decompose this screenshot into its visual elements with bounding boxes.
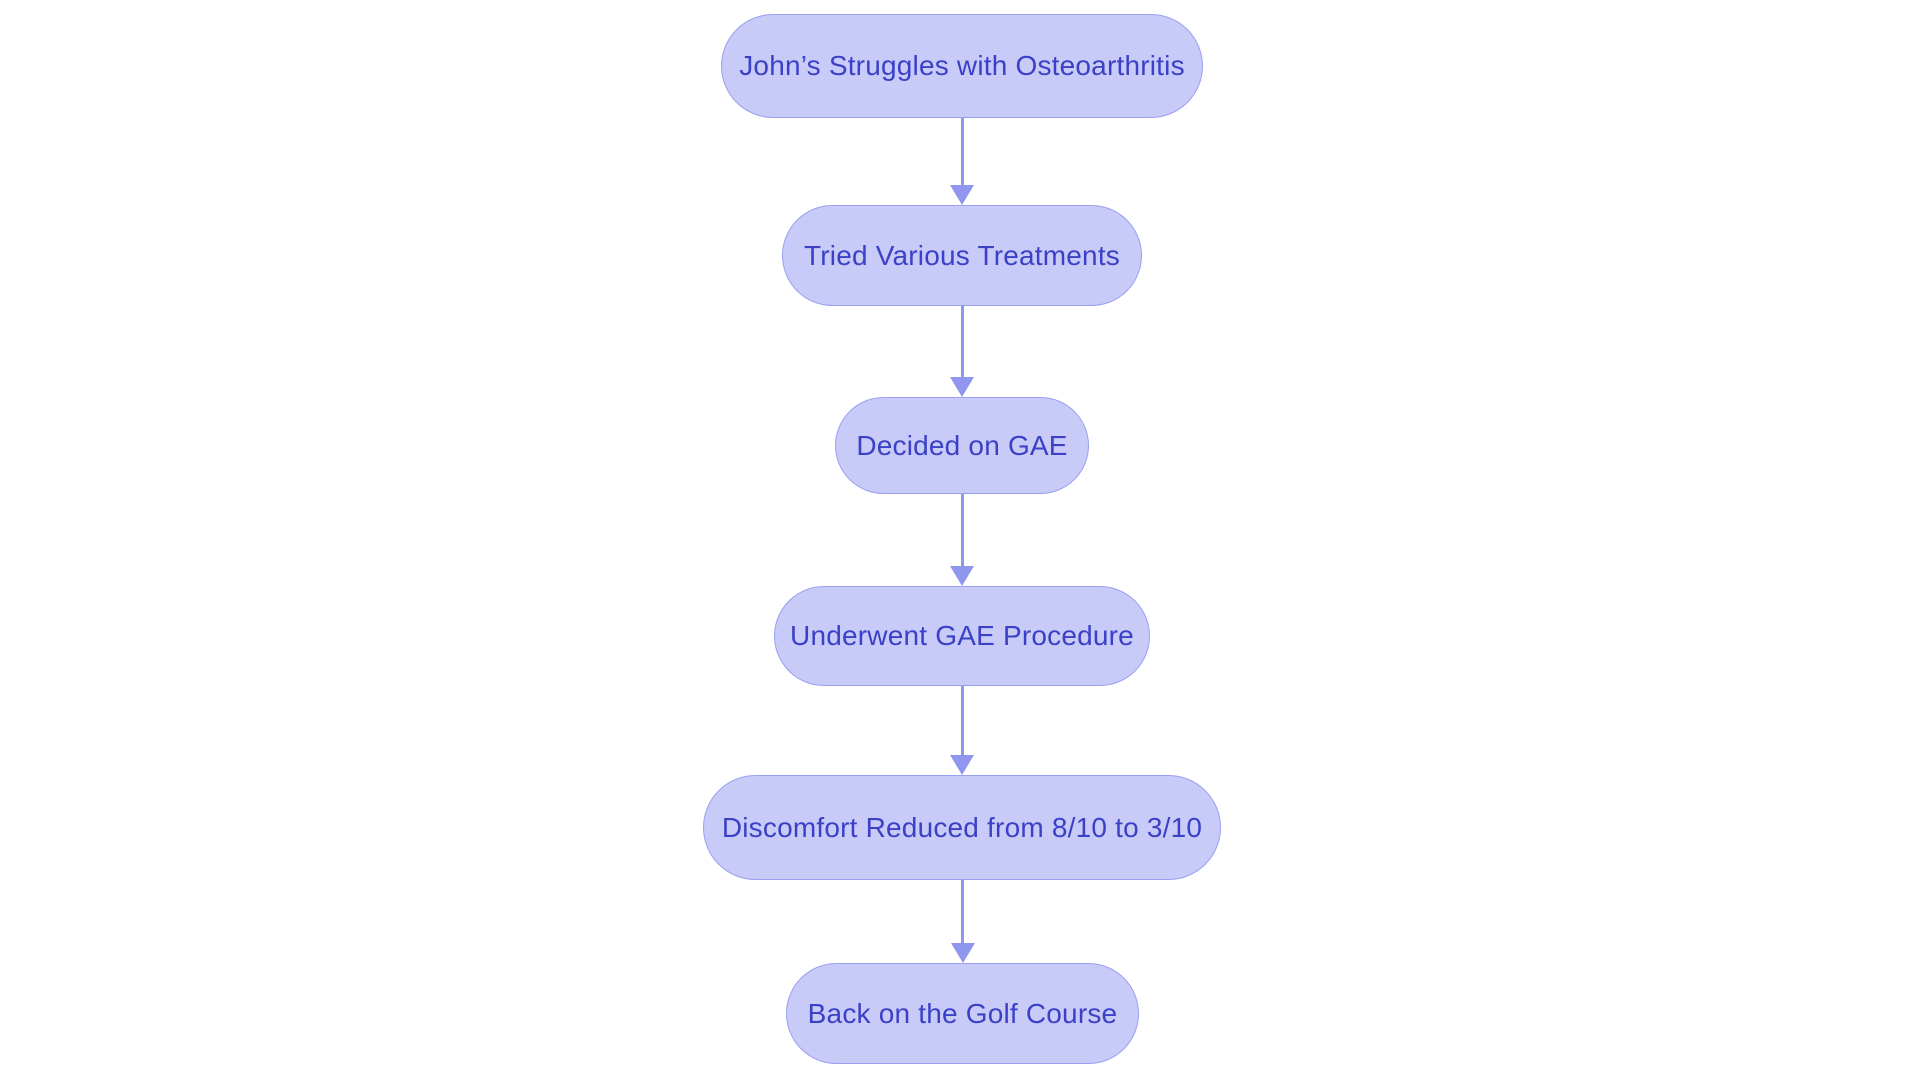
flowchart-node-step-4: Underwent GAE Procedure [774,586,1150,686]
node-label: Discomfort Reduced from 8/10 to 3/10 [721,811,1203,843]
flowchart-node-step-2: Tried Various Treatments [782,205,1142,306]
flowchart-node-step-3: Decided on GAE [835,397,1089,494]
node-label: Decided on GAE [856,429,1068,461]
flow-arrowhead-icon [950,943,975,963]
node-label: Underwent GAE Procedure [790,620,1134,651]
flow-arrow-line [960,306,964,379]
flow-arrowhead-icon [950,566,974,586]
flow-arrow-line [960,686,964,757]
node-label: John’s Struggles with Osteoarthritis [739,50,1185,81]
flow-arrow-line [960,494,964,568]
flow-arrowhead-icon [950,377,974,397]
flow-arrowhead-icon [950,185,974,205]
flowchart-node-step-6: Back on the Golf Course [786,963,1139,1064]
flow-arrow-line [961,880,964,945]
node-label: Tried Various Treatments [803,239,1121,271]
flowchart-node-step-5: Discomfort Reduced from 8/10 to 3/10 [703,775,1221,880]
flow-arrowhead-icon [950,755,974,775]
flow-arrow-line [960,118,964,187]
flowchart-node-step-1: John’s Struggles with Osteoarthritis [721,14,1203,118]
node-label: Back on the Golf Course [807,997,1118,1029]
